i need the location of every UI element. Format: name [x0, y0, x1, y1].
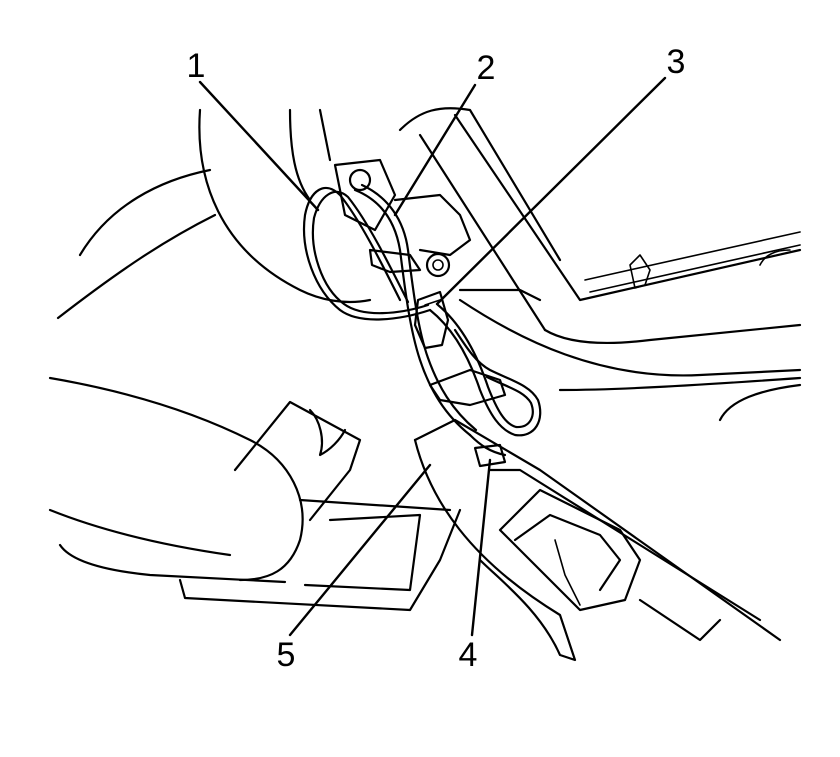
callout-5: 5: [276, 636, 296, 674]
callout-2: 2: [476, 49, 496, 87]
retainer-clip: [428, 368, 507, 468]
mounting-bracket: [333, 158, 542, 302]
leader-2: [393, 83, 477, 217]
connector: [413, 290, 450, 350]
callout-3: 3: [666, 43, 686, 81]
sill-trim: [413, 418, 782, 662]
callout-4: 4: [458, 636, 478, 674]
leader-5: [288, 463, 432, 637]
wiring-harness: [303, 183, 542, 457]
callout-leaders: [198, 76, 667, 637]
leader-1: [198, 80, 320, 212]
leader-4: [470, 458, 492, 637]
seat-front-outline: [48, 376, 462, 612]
seat-cushion-outline: [56, 108, 372, 320]
console-trim-panel: [398, 107, 802, 422]
callout-1: 1: [186, 47, 206, 85]
leader-3: [435, 76, 667, 306]
